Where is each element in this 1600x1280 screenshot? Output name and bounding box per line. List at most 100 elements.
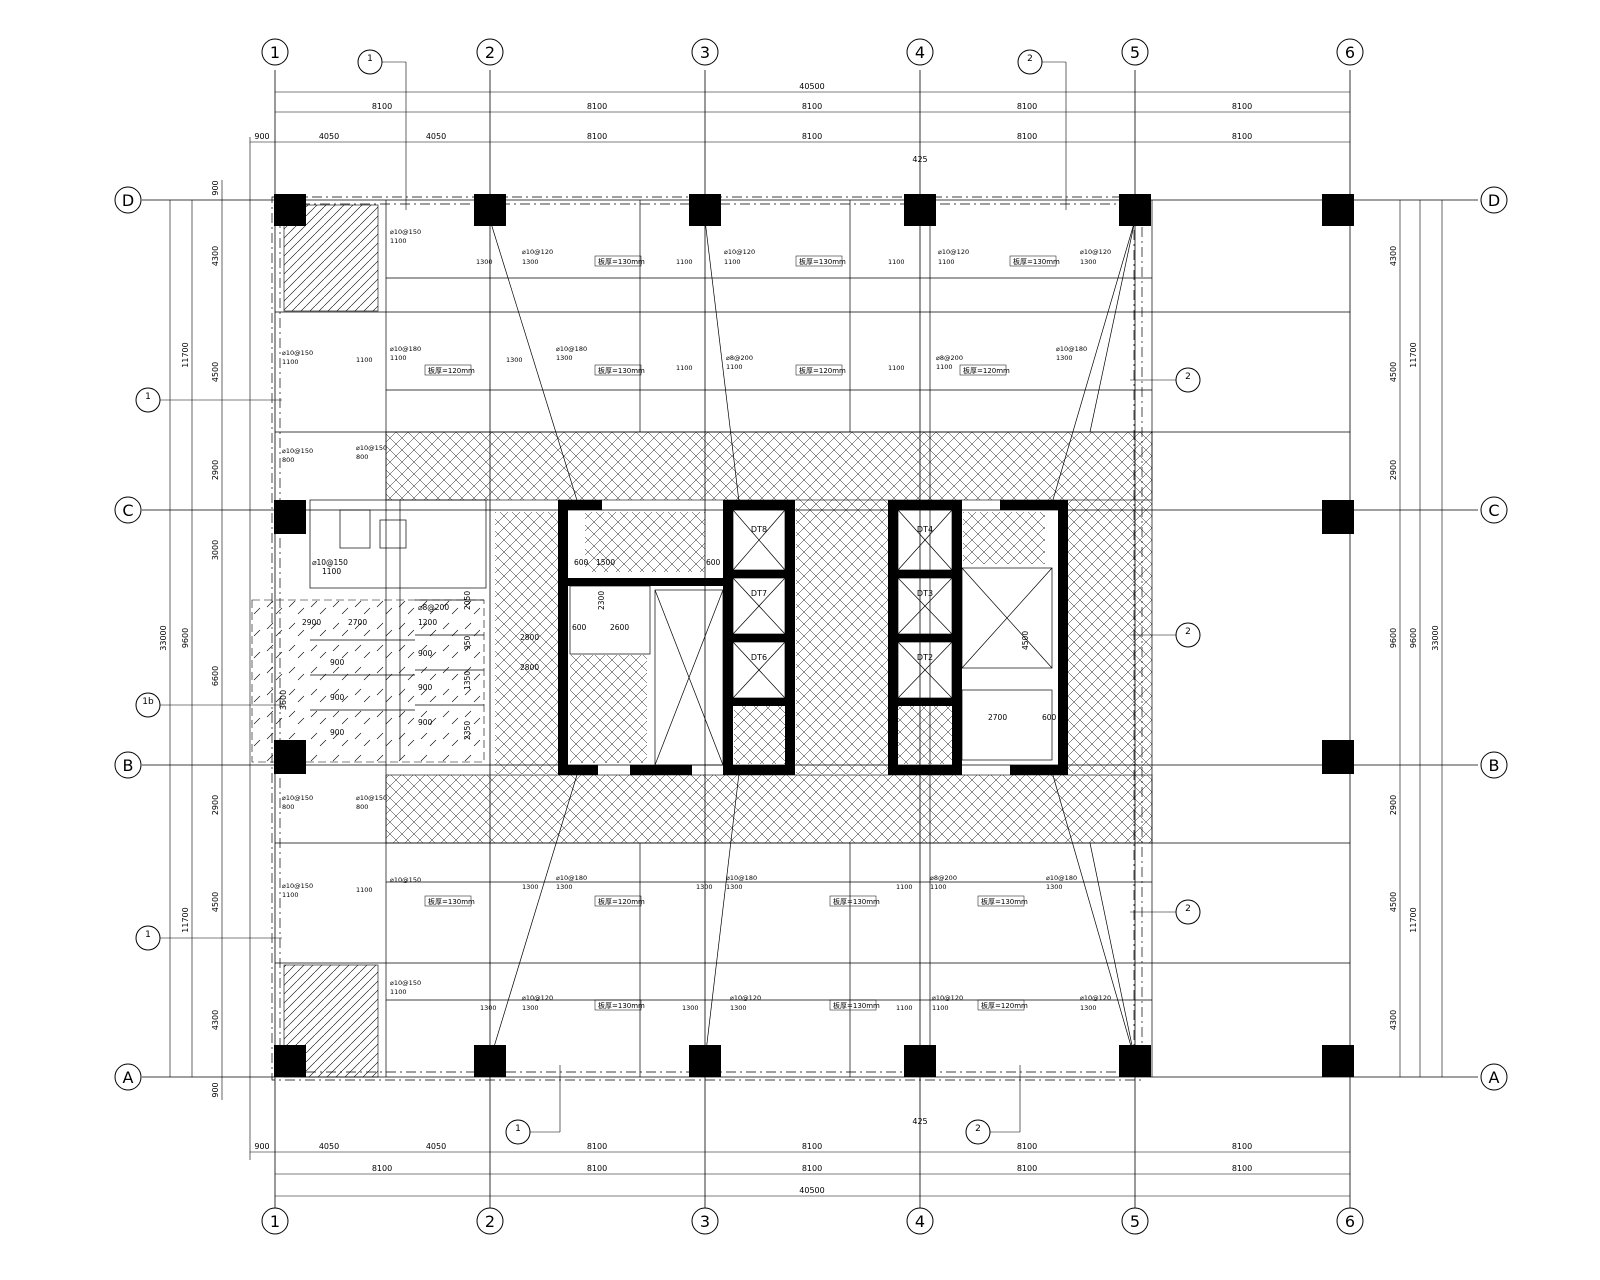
svg-text:8100: 8100 [1017, 132, 1037, 141]
svg-text:900: 900 [254, 132, 269, 141]
axis-bubble-bottom-5: 5 [1121, 1207, 1149, 1235]
svg-text:4: 4 [915, 1212, 925, 1231]
svg-text:8100: 8100 [802, 1164, 822, 1173]
svg-text:1100: 1100 [938, 258, 955, 266]
svg-text:4300: 4300 [211, 246, 220, 266]
svg-text:8100: 8100 [1232, 102, 1252, 111]
svg-text:1100: 1100 [282, 891, 299, 899]
svg-text:板厚=120mm: 板厚=120mm [981, 1001, 1028, 1010]
svg-text:8100: 8100 [587, 1164, 607, 1173]
svg-text:3600: 3600 [279, 690, 288, 710]
svg-text:⌀10@180: ⌀10@180 [1046, 874, 1077, 882]
svg-text:2: 2 [1185, 904, 1191, 914]
svg-text:1100: 1100 [322, 567, 341, 576]
svg-text:⌀10@180: ⌀10@180 [556, 345, 587, 353]
svg-text:2050: 2050 [463, 591, 472, 610]
section-mark-2-right-mid: 2 [1130, 622, 1201, 648]
svg-text:1: 1 [515, 1124, 521, 1134]
svg-text:8100: 8100 [372, 102, 392, 111]
svg-text:8100: 8100 [1232, 1164, 1252, 1173]
columns [274, 194, 1354, 1077]
svg-text:5: 5 [1130, 43, 1140, 62]
svg-text:900: 900 [211, 180, 220, 195]
svg-text:1100: 1100 [888, 364, 905, 372]
svg-text:1500: 1500 [596, 558, 615, 567]
svg-text:4500: 4500 [211, 892, 220, 912]
svg-text:2900: 2900 [1389, 460, 1398, 480]
svg-text:900: 900 [418, 683, 433, 692]
svg-text:A: A [1489, 1068, 1500, 1087]
svg-text:DT6: DT6 [751, 653, 767, 662]
dimension-lines [169, 91, 1443, 1197]
svg-text:板厚=120mm: 板厚=120mm [799, 366, 846, 375]
svg-text:板厚=130mm: 板厚=130mm [799, 257, 846, 266]
svg-text:⌀10@120: ⌀10@120 [938, 248, 969, 256]
secondary-beams [275, 200, 1350, 1077]
core-dimension-notes: 2900 2700 ⌀10@150 1100 ⌀8@200 1200 900 9… [302, 558, 1057, 740]
svg-text:⌀10@120: ⌀10@120 [522, 248, 553, 256]
svg-text:1300: 1300 [480, 1004, 497, 1012]
svg-text:D: D [1488, 191, 1500, 210]
svg-text:板厚=130mm: 板厚=130mm [981, 897, 1028, 906]
axis-bubble-top-3: 3 [691, 38, 719, 66]
svg-text:板厚=130mm: 板厚=130mm [598, 366, 645, 375]
svg-text:A: A [123, 1068, 134, 1087]
svg-text:B: B [123, 756, 134, 775]
svg-text:900: 900 [330, 693, 345, 702]
svg-text:900: 900 [254, 1142, 269, 1151]
axis-bubble-top-5: 5 [1121, 38, 1149, 66]
svg-text:9600: 9600 [1389, 628, 1398, 648]
svg-text:8100: 8100 [802, 132, 822, 141]
svg-text:1100: 1100 [726, 363, 743, 371]
svg-text:425: 425 [912, 155, 927, 164]
svg-text:3: 3 [700, 43, 710, 62]
reinforcement-notes: ⌀10@150 1100 ⌀10@120 1300 ⌀10@120 1100 ⌀… [282, 228, 1111, 1012]
svg-text:900: 900 [330, 728, 345, 737]
svg-text:5: 5 [1130, 1212, 1140, 1231]
svg-text:C: C [122, 501, 133, 520]
svg-text:6: 6 [1345, 1212, 1355, 1231]
svg-text:800: 800 [282, 456, 294, 464]
svg-text:11700: 11700 [1409, 342, 1418, 367]
axis-bubble-bottom-3: 3 [691, 1207, 719, 1235]
svg-text:板厚=130mm: 板厚=130mm [598, 1001, 645, 1010]
svg-text:⌀10@120: ⌀10@120 [730, 994, 761, 1002]
axis-bubble-bottom-6: 6 [1336, 1207, 1364, 1235]
svg-text:600: 600 [572, 623, 587, 632]
svg-text:1100: 1100 [390, 354, 407, 362]
svg-text:⌀10@150: ⌀10@150 [282, 794, 313, 802]
svg-text:1100: 1100 [676, 364, 693, 372]
axis-bubble-left-C: C [114, 496, 142, 524]
svg-text:4050: 4050 [426, 132, 446, 141]
section-mark-2-bottom: 2 [965, 1065, 1021, 1145]
svg-text:⌀10@150: ⌀10@150 [390, 876, 421, 884]
svg-text:2: 2 [485, 43, 495, 62]
svg-text:8100: 8100 [1017, 102, 1037, 111]
svg-text:B: B [1489, 756, 1500, 775]
svg-text:2700: 2700 [988, 713, 1007, 722]
svg-text:2900: 2900 [302, 618, 321, 627]
axis-bubble-right-A: A [1480, 1063, 1508, 1091]
svg-text:9600: 9600 [181, 628, 190, 648]
svg-text:1100: 1100 [888, 258, 905, 266]
axis-bubble-left-A: A [114, 1063, 142, 1091]
svg-text:1100: 1100 [932, 1004, 949, 1012]
svg-text:C: C [1488, 501, 1499, 520]
svg-text:DT2: DT2 [917, 653, 933, 662]
hatched-areas [251, 204, 1153, 1078]
svg-text:9600: 9600 [1409, 628, 1418, 648]
svg-text:33000: 33000 [1431, 625, 1440, 650]
svg-text:1300: 1300 [1046, 883, 1063, 891]
svg-text:1: 1 [270, 43, 280, 62]
svg-text:2: 2 [1185, 372, 1191, 382]
svg-text:2900: 2900 [211, 460, 220, 480]
svg-text:1b: 1b [142, 697, 154, 707]
svg-text:1300: 1300 [682, 1004, 699, 1012]
dimension-labels: 40500 8100 8100 8100 8100 8100 900 4050 … [159, 82, 1440, 1195]
axis-bubble-top-6: 6 [1336, 38, 1364, 66]
svg-text:2900: 2900 [1389, 795, 1398, 815]
section-mark-1-left-lower: 1 [135, 925, 282, 951]
svg-text:4300: 4300 [1389, 1010, 1398, 1030]
svg-text:2: 2 [1027, 54, 1033, 64]
axis-bubble-left-D: D [114, 186, 142, 214]
